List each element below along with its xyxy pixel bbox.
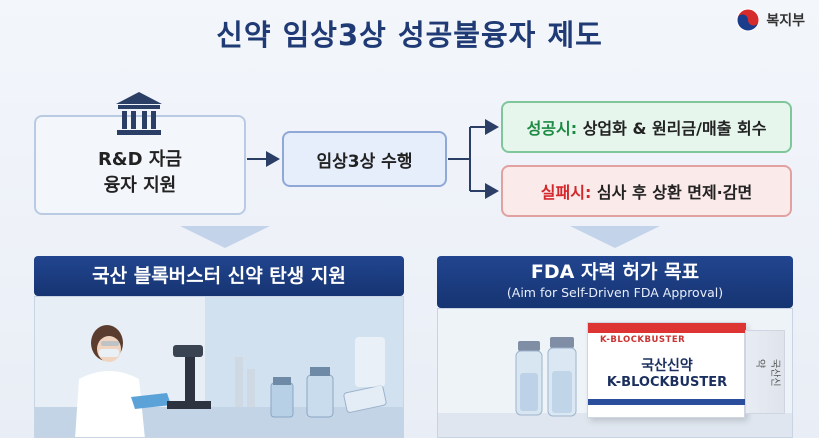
right-section-subtitle: (Aim for Self-Driven FDA Approval) — [437, 284, 793, 302]
rnd-line2: 융자 지원 — [104, 173, 177, 199]
taegeuk-logo-icon — [736, 8, 760, 32]
package-band — [588, 399, 746, 405]
package-name-en: K-BLOCKBUSTER — [588, 375, 746, 390]
success-label: 성공시: — [527, 115, 578, 139]
right-section-banner: FDA 자력 허가 목표 (Aim for Self-Driven FDA Ap… — [437, 256, 793, 308]
lab-scene-image — [34, 296, 404, 438]
ministry-logo: 복지부 — [736, 8, 805, 32]
package-side: 국산신약 — [745, 330, 785, 414]
left-section-banner: 국산 블록버스터 신약 탄생 지원 — [34, 256, 404, 296]
package-name-ko: 국산신약 — [588, 355, 746, 375]
fail-label: 실패시: — [541, 179, 592, 203]
right-section-title: FDA 자력 허가 목표 — [437, 260, 793, 284]
package-side-text: 국산신약 — [754, 359, 784, 389]
success-box: 성공시: 상업화 & 원리금/매출 회수 — [501, 101, 792, 153]
phase3-box: 임상3상 수행 — [282, 131, 447, 187]
bank-icon — [114, 90, 164, 138]
lab-illustration — [35, 297, 404, 438]
fail-box: 실패시: 심사 후 상환 면제·감면 — [501, 165, 792, 217]
rnd-line1: R&D 자금 — [98, 147, 182, 173]
logo-text: 복지부 — [766, 10, 805, 30]
product-package: K-BLOCKBUSTER 국산신약 K-BLOCKBUSTER — [587, 322, 745, 418]
down-chevron-right — [570, 226, 660, 248]
fail-text: 심사 후 상환 면제·감면 — [591, 179, 752, 203]
success-text: 상업화 & 원리금/매출 회수 — [577, 115, 766, 139]
package-stripe — [588, 323, 746, 333]
package-brand-top: K-BLOCKBUSTER — [600, 335, 685, 345]
page-title: 신약 임상3상 성공불융자 제도 — [0, 12, 819, 54]
down-chevron-left — [180, 226, 270, 248]
